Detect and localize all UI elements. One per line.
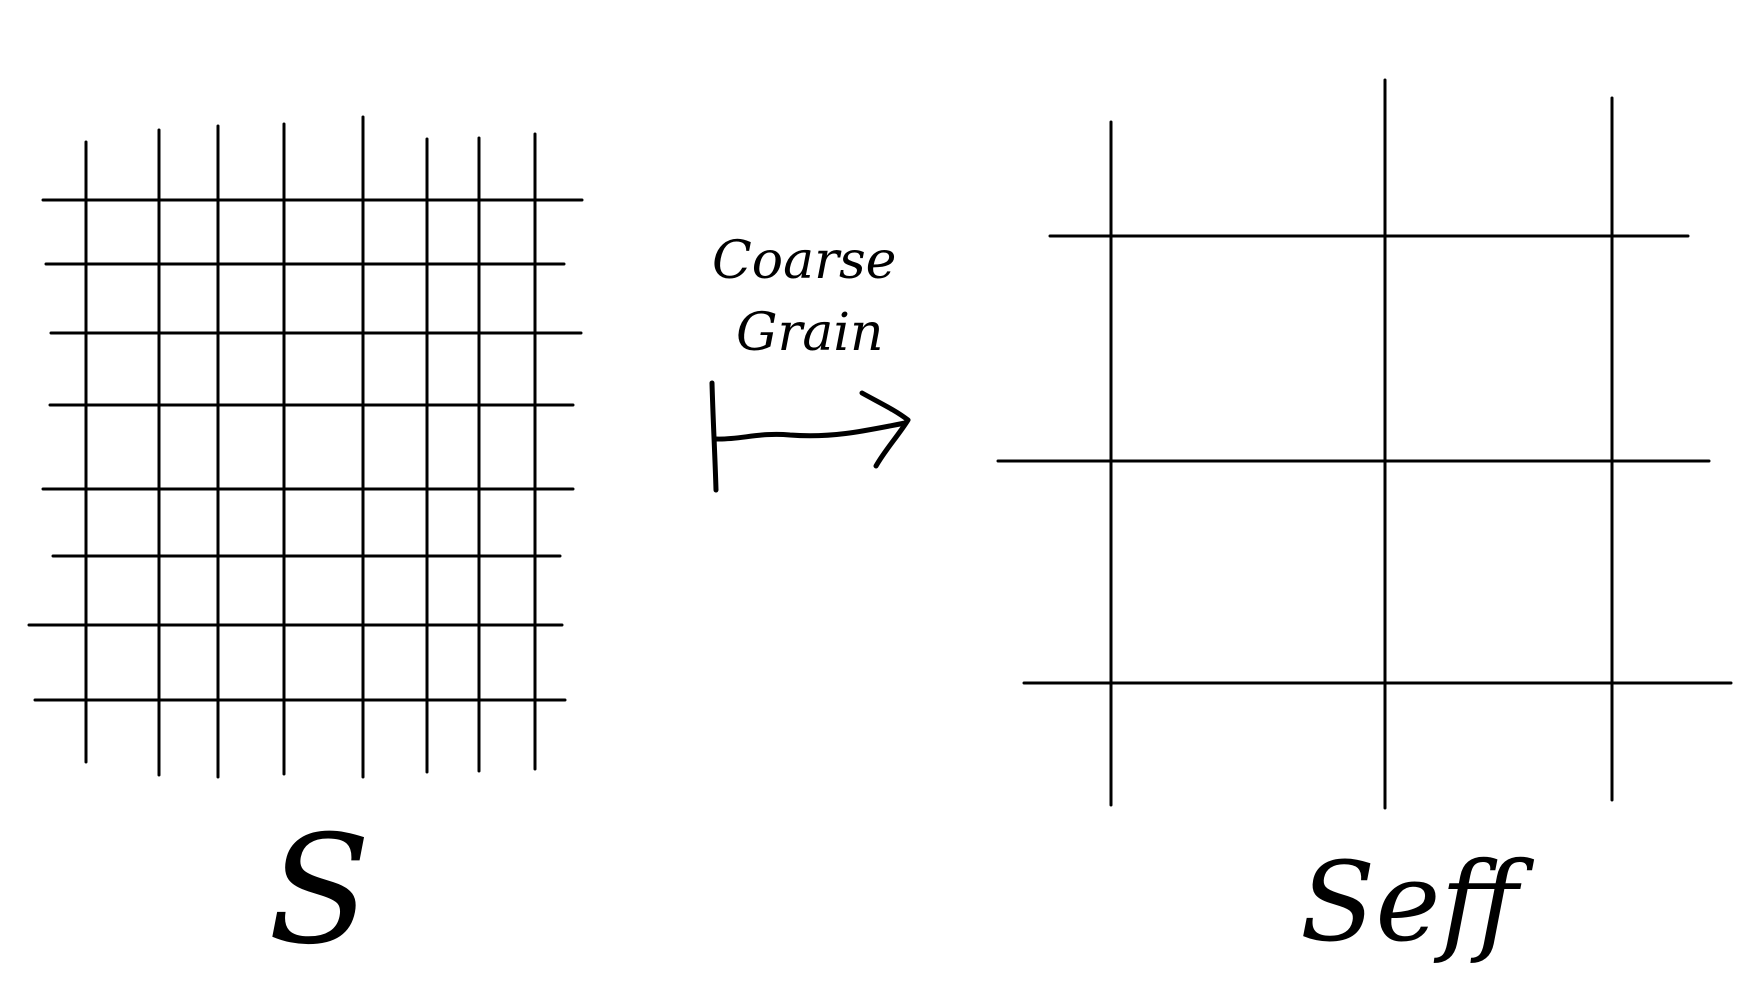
coarse-lattice (996, 78, 1733, 810)
arrow-shaft (713, 420, 908, 442)
arrow-head (859, 390, 911, 469)
fine-lattice (27, 115, 584, 779)
arrow-tail-bar (709, 380, 719, 493)
coarse-grain-operation: Coarse Grain (709, 231, 911, 493)
coarse-lattice-label: Seff (1300, 838, 1534, 966)
operation-label-line1: Coarse (712, 231, 896, 291)
fine-lattice-label: S (268, 804, 371, 978)
maps-to-arrow-icon (709, 380, 911, 493)
operation-label-line2: Grain (736, 303, 884, 363)
